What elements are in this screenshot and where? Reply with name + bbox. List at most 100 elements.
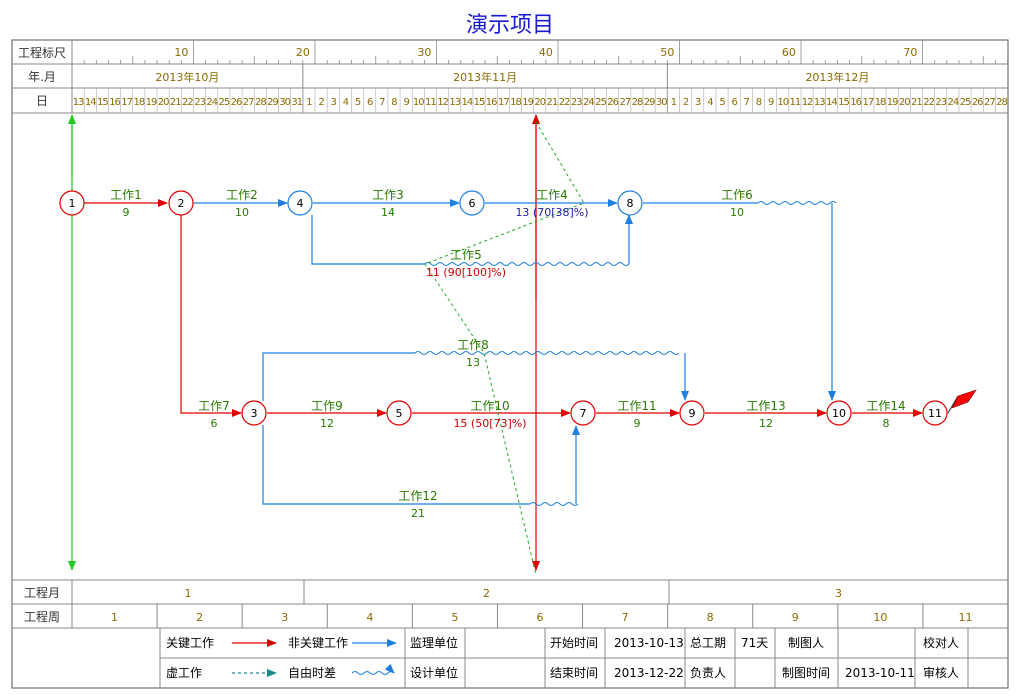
draw-time-value: 2013-10-11 bbox=[845, 666, 915, 680]
day-label: 23 bbox=[571, 97, 582, 108]
project-month-cell: 3 bbox=[835, 587, 842, 600]
reviewer-label: 审核人 bbox=[923, 665, 959, 680]
task-duration: 13 (70[38]%) bbox=[515, 206, 588, 219]
day-label: 17 bbox=[498, 97, 509, 108]
task-duration: 11 (90[100]%) bbox=[426, 266, 506, 279]
node-8: 8 bbox=[617, 190, 643, 216]
day-label: 21 bbox=[911, 97, 922, 108]
day-label: 11 bbox=[790, 97, 801, 108]
legend-critical-label: 关键工作 bbox=[166, 636, 214, 650]
day-label: 23 bbox=[935, 97, 946, 108]
node-4: 4 bbox=[287, 190, 313, 216]
progress-line bbox=[424, 121, 585, 576]
project-week-cell: 11 bbox=[958, 611, 972, 624]
day-label: 2 bbox=[683, 97, 689, 108]
task-name: 工作7 bbox=[198, 399, 230, 413]
scale-tick: 30 bbox=[417, 46, 431, 59]
task-duration: 13 bbox=[466, 356, 480, 369]
day-label: 5 bbox=[355, 97, 361, 108]
day-label: 24 bbox=[583, 97, 594, 108]
scale-tick: 60 bbox=[782, 46, 796, 59]
day-label: 26 bbox=[972, 97, 983, 108]
day-label: 15 bbox=[838, 97, 849, 108]
node-9: 9 bbox=[679, 400, 705, 426]
day-label: 6 bbox=[367, 97, 373, 108]
day-label: 8 bbox=[756, 97, 762, 108]
project-week-cell: 9 bbox=[792, 611, 799, 624]
day-label: 10 bbox=[413, 97, 424, 108]
day-label: 7 bbox=[744, 97, 750, 108]
day-label: 26 bbox=[607, 97, 618, 108]
node-label: 9 bbox=[689, 407, 696, 420]
day-label: 3 bbox=[331, 97, 337, 108]
task-name: 工作8 bbox=[457, 338, 489, 352]
day-label: 17 bbox=[862, 97, 873, 108]
day-label: 20 bbox=[534, 97, 545, 108]
month-label: 2013年11月 bbox=[453, 70, 517, 84]
scale-tick: 40 bbox=[539, 46, 553, 59]
day-label: 22 bbox=[559, 97, 570, 108]
task-6: 工作5 11 (90[100]%) bbox=[426, 248, 506, 279]
legend-freefloat-line bbox=[351, 663, 395, 675]
project-month-cell: 1 bbox=[185, 587, 192, 600]
day-label: 27 bbox=[243, 97, 254, 108]
node-label: 1 bbox=[69, 197, 76, 210]
chart-frame bbox=[11, 39, 1009, 689]
day-label: 18 bbox=[875, 97, 886, 108]
task-duration: 10 bbox=[235, 206, 249, 219]
node-11: 11 bbox=[922, 400, 948, 426]
month-row-label: 年.月 bbox=[28, 70, 56, 84]
legend-supervisor-label: 监理单位 bbox=[410, 635, 458, 650]
day-label: 15 bbox=[97, 97, 108, 108]
scale-tick: 20 bbox=[296, 46, 310, 59]
node-label: 4 bbox=[297, 197, 304, 210]
task-name: 工作12 bbox=[398, 489, 437, 503]
project-week-cell: 6 bbox=[537, 611, 544, 624]
day-label: 5 bbox=[719, 97, 725, 108]
project-week-cell: 10 bbox=[873, 611, 887, 624]
end-time-value: 2013-12-22 bbox=[614, 666, 684, 680]
project-month-row: 1 2 3 bbox=[185, 580, 842, 604]
day-label: 29 bbox=[267, 97, 278, 108]
node-label: 10 bbox=[832, 407, 846, 420]
duration-value: 71天 bbox=[741, 636, 768, 650]
day-label: 14 bbox=[462, 97, 473, 108]
finish-flag bbox=[951, 389, 977, 409]
day-label: 18 bbox=[133, 97, 144, 108]
node-label: 11 bbox=[928, 407, 942, 420]
task-name: 工作5 bbox=[450, 248, 482, 262]
edge-2-3 bbox=[180, 215, 242, 417]
day-label: 6 bbox=[731, 97, 737, 108]
scale-tick: 50 bbox=[660, 46, 674, 59]
task-duration: 9 bbox=[123, 206, 130, 219]
task-name: 工作9 bbox=[311, 399, 343, 413]
day-label: 4 bbox=[707, 97, 713, 108]
day-label: 14 bbox=[826, 97, 837, 108]
day-label: 17 bbox=[121, 97, 132, 108]
draw-time-label: 制图时间 bbox=[782, 666, 830, 680]
project-month-cell: 2 bbox=[483, 587, 490, 600]
task-name: 工作3 bbox=[372, 188, 404, 202]
day-label: 1 bbox=[671, 97, 677, 108]
network-edges bbox=[68, 114, 977, 576]
scale-tick: 10 bbox=[174, 46, 188, 59]
day-row-label: 日 bbox=[36, 94, 48, 108]
project-week-label: 工程周 bbox=[24, 609, 60, 624]
day-label: 28 bbox=[996, 97, 1007, 108]
project-week-cell: 1 bbox=[111, 611, 118, 624]
day-label: 30 bbox=[279, 97, 290, 108]
day-label: 25 bbox=[219, 97, 230, 108]
day-label: 31 bbox=[291, 97, 302, 108]
node-label: 3 bbox=[251, 407, 258, 420]
